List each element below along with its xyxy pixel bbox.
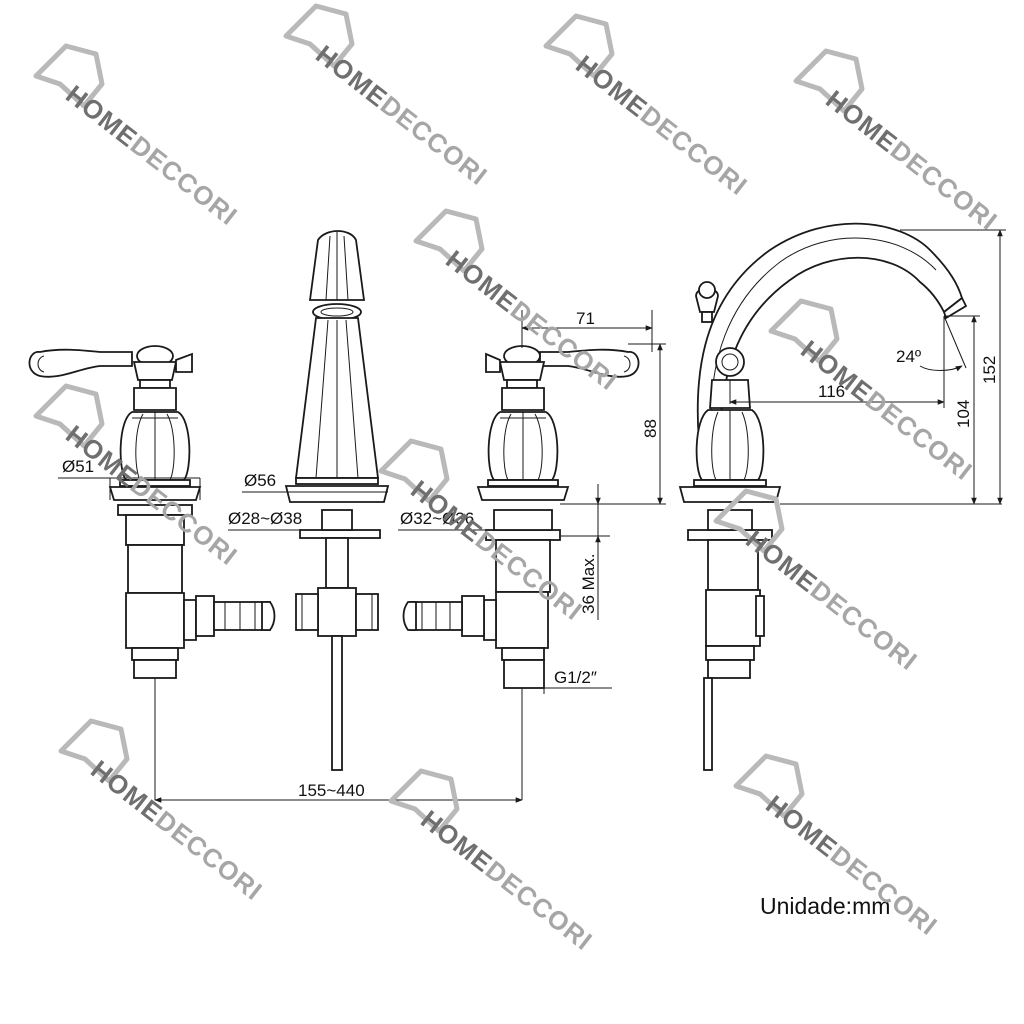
watermark-house-icon: [33, 43, 105, 109]
watermark-house-icon: [768, 298, 840, 364]
dim-handle-base-diameter: Ø51: [62, 457, 94, 476]
watermark-house-icon: [543, 13, 615, 79]
watermark-house-icon: [388, 768, 460, 834]
watermark: HOMEDECCORI: [33, 43, 243, 231]
watermark-text: HOMEDECCORI: [570, 49, 753, 201]
spout-front: [284, 230, 390, 771]
dim-spout-angle: 24º: [896, 347, 921, 366]
watermark: HOMEDECCORI: [388, 768, 598, 956]
dim-handle-hole-range: Ø32~Ø36: [400, 509, 474, 528]
dim-spout-outlet-height: 104: [954, 400, 973, 428]
dim-center-spread: 155~440: [298, 781, 365, 800]
watermark-text: HOMEDECCORI: [310, 39, 493, 191]
watermark-text: HOMEDECCORI: [820, 84, 1003, 236]
watermark-text: HOMEDECCORI: [415, 804, 598, 956]
dim-spout-hole-range: Ø28~Ø38: [228, 509, 302, 528]
watermark-house-icon: [793, 48, 865, 114]
watermark-house-icon: [378, 438, 450, 504]
watermark-text: HOMEDECCORI: [85, 754, 268, 906]
watermark-text: HOMEDECCORI: [795, 334, 978, 486]
watermark-house-icon: [713, 488, 785, 554]
watermark: HOMEDECCORI: [793, 48, 1003, 236]
dim-spout-base-diameter: Ø56: [244, 471, 276, 490]
watermark: HOMEDECCORI: [283, 3, 493, 191]
dim-deck-thickness: 36 Max.: [579, 554, 598, 614]
faucet-side-view: [678, 222, 968, 771]
dim-handle-height: 88: [641, 419, 660, 438]
watermark-house-icon: [58, 718, 130, 784]
right-handle-valve: [402, 345, 640, 800]
watermark-text: HOMEDECCORI: [60, 79, 243, 231]
watermark: HOMEDECCORI: [58, 718, 268, 906]
watermark-text: HOMEDECCORI: [740, 524, 923, 676]
dim-spout-reach: 116: [818, 382, 845, 401]
dim-overall-height: 152: [980, 356, 999, 384]
watermark: HOMEDECCORI: [543, 13, 753, 201]
watermark-house-icon: [733, 753, 805, 819]
watermark-house-icon: [413, 208, 485, 274]
watermark-house-icon: [283, 3, 355, 69]
dim-handle-reach: 71: [576, 309, 595, 328]
dimension-lines: [58, 229, 1006, 803]
dim-connection-thread: G1/2″: [554, 668, 597, 687]
left-handle-valve: [28, 345, 276, 800]
dimension-labels: Ø51 Ø56 Ø28~Ø38 Ø32~Ø36 71 88 36 Max. G1…: [62, 309, 999, 800]
unit-note: Unidade:mm: [760, 893, 890, 919]
watermark-house-icon: [33, 383, 105, 449]
watermark: HOMEDECCORI: [768, 298, 978, 486]
